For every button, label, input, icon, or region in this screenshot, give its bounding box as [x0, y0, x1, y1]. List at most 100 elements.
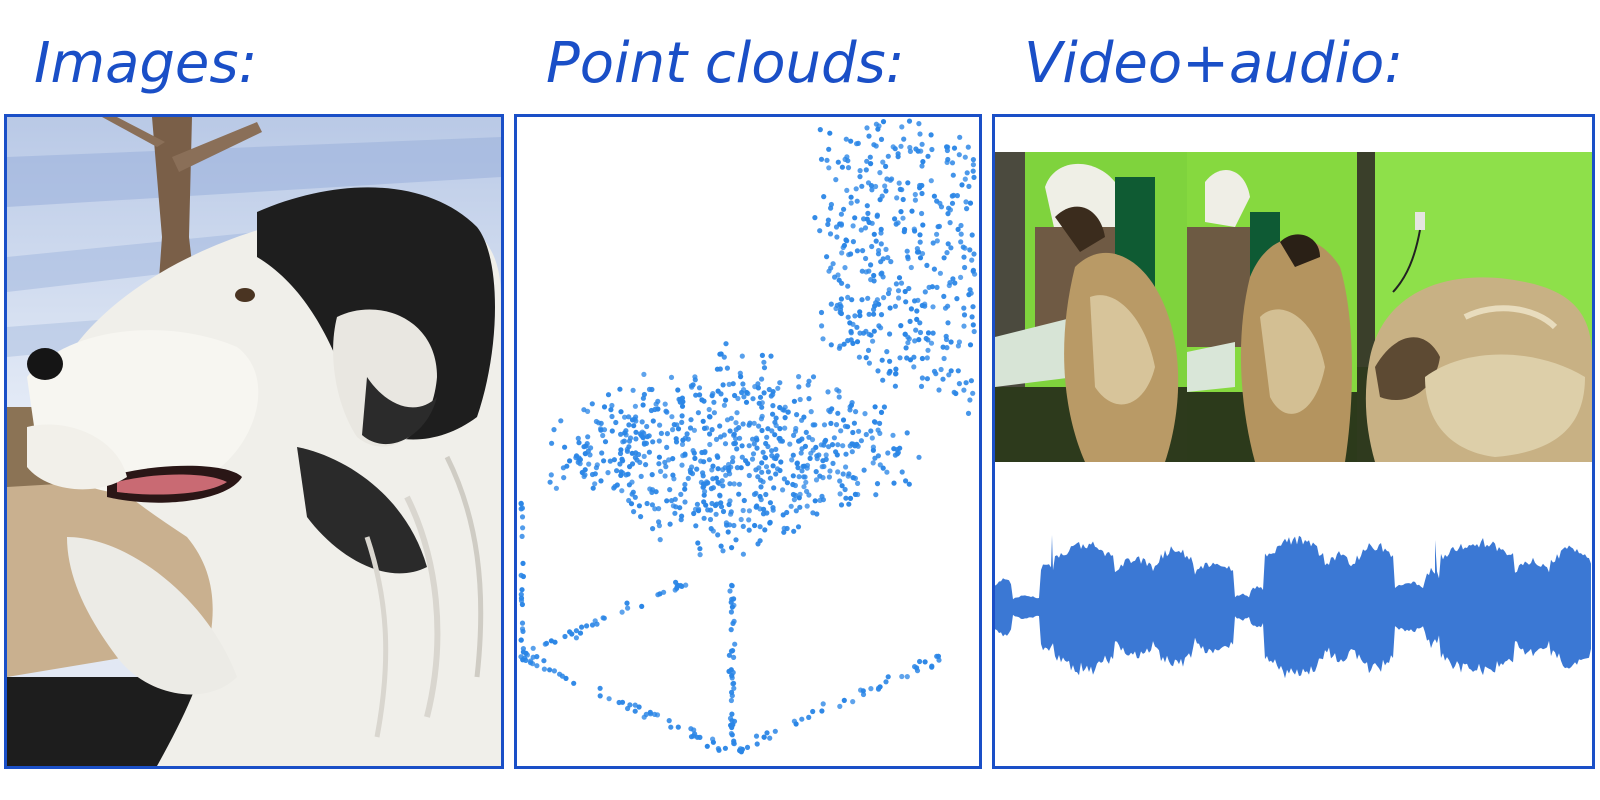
cloud-point	[837, 478, 843, 484]
cloud-point	[641, 453, 647, 459]
cloud-point	[761, 390, 767, 396]
cloud-point	[765, 443, 771, 450]
cloud-point	[613, 419, 619, 426]
cloud-point	[849, 297, 855, 303]
cloud-point	[846, 471, 852, 477]
cloud-point	[740, 507, 746, 514]
cloud-point	[803, 429, 809, 435]
cloud-point	[639, 419, 645, 425]
cloud-point	[958, 231, 964, 237]
cloud-point	[581, 473, 587, 480]
cloud-point	[739, 454, 745, 460]
cloud-point	[772, 728, 778, 734]
cloud-point	[710, 463, 716, 469]
cloud-point	[850, 223, 856, 229]
cloud-point	[518, 637, 524, 643]
cloud-point	[722, 441, 729, 447]
cloud-point	[898, 280, 905, 286]
cloud-point	[887, 305, 893, 311]
cloud-point	[639, 603, 645, 609]
cloud-point	[879, 193, 885, 199]
cloud-point	[736, 481, 742, 487]
cloud-point	[911, 364, 917, 370]
cloud-point	[917, 232, 923, 238]
cloud-point	[796, 384, 802, 390]
cloud-point	[547, 479, 553, 485]
cloud-point	[682, 486, 688, 492]
cloud-point	[860, 248, 866, 254]
cloud-point	[629, 450, 635, 456]
cloud-point	[601, 458, 607, 464]
cloud-point	[589, 401, 595, 407]
cloud-point	[694, 501, 700, 507]
cloud-point	[840, 417, 847, 423]
images-heading: Images:	[34, 31, 258, 96]
cloud-point	[601, 615, 607, 621]
cloud-point	[769, 453, 775, 459]
cloud-point	[731, 654, 737, 661]
cloud-point	[955, 226, 961, 232]
cloud-point	[838, 296, 844, 302]
cloud-point	[807, 455, 813, 461]
cloud-point	[780, 487, 786, 493]
cloud-point	[782, 425, 788, 431]
cloud-point	[731, 685, 737, 691]
cloud-point	[641, 371, 647, 377]
cloud-point	[607, 458, 613, 464]
cloud-point	[799, 468, 805, 474]
cloud-point	[695, 410, 701, 416]
cloud-point	[763, 491, 769, 498]
cloud-point	[636, 503, 642, 509]
cloud-point	[863, 167, 869, 173]
cloud-point	[926, 284, 932, 290]
cloud-point	[922, 659, 928, 665]
cloud-point	[754, 445, 760, 451]
cloud-point	[838, 428, 844, 434]
cloud-point	[641, 430, 647, 436]
cloud-point	[664, 444, 670, 450]
cloud-point	[879, 357, 885, 363]
cloud-point	[520, 657, 526, 663]
cloud-point	[731, 738, 737, 744]
cloud-point	[864, 125, 870, 131]
cloud-point	[730, 620, 736, 626]
cloud-point	[796, 474, 802, 480]
cloud-point	[810, 708, 816, 715]
cloud-point	[885, 674, 891, 680]
cloud-point	[541, 666, 547, 672]
cloud-point	[835, 410, 841, 416]
cloud-point	[897, 445, 903, 451]
cloud-point	[901, 136, 907, 142]
cloud-point	[871, 311, 877, 317]
cloud-point	[918, 383, 925, 389]
cloud-point	[917, 131, 923, 137]
cloud-point	[733, 427, 739, 433]
cloud-point	[751, 420, 757, 426]
cloud-point	[958, 274, 964, 280]
cloud-point	[862, 225, 869, 231]
cloud-point	[770, 411, 776, 417]
cloud-point	[870, 338, 876, 344]
cloud-point	[883, 679, 889, 685]
cloud-point	[518, 501, 524, 507]
cloud-point	[707, 431, 713, 437]
cloud-point	[579, 624, 585, 630]
cloud-point	[863, 355, 869, 361]
cloud-point	[794, 412, 800, 418]
cloud-point	[520, 573, 526, 580]
cloud-point	[878, 226, 884, 232]
cloud-point	[649, 386, 655, 393]
cloud-point	[638, 473, 644, 479]
cloud-point	[912, 338, 918, 344]
cloud-point	[970, 157, 976, 163]
cloud-point	[813, 469, 819, 475]
cloud-point	[798, 450, 804, 456]
cloud-point	[658, 430, 664, 436]
cloud-point	[670, 427, 676, 433]
cloud-point	[727, 481, 733, 487]
cloud-point	[967, 200, 974, 206]
cloud-point	[697, 392, 703, 398]
cloud-point	[679, 462, 685, 468]
cloud-point	[840, 471, 846, 477]
cloud-point	[723, 472, 729, 478]
